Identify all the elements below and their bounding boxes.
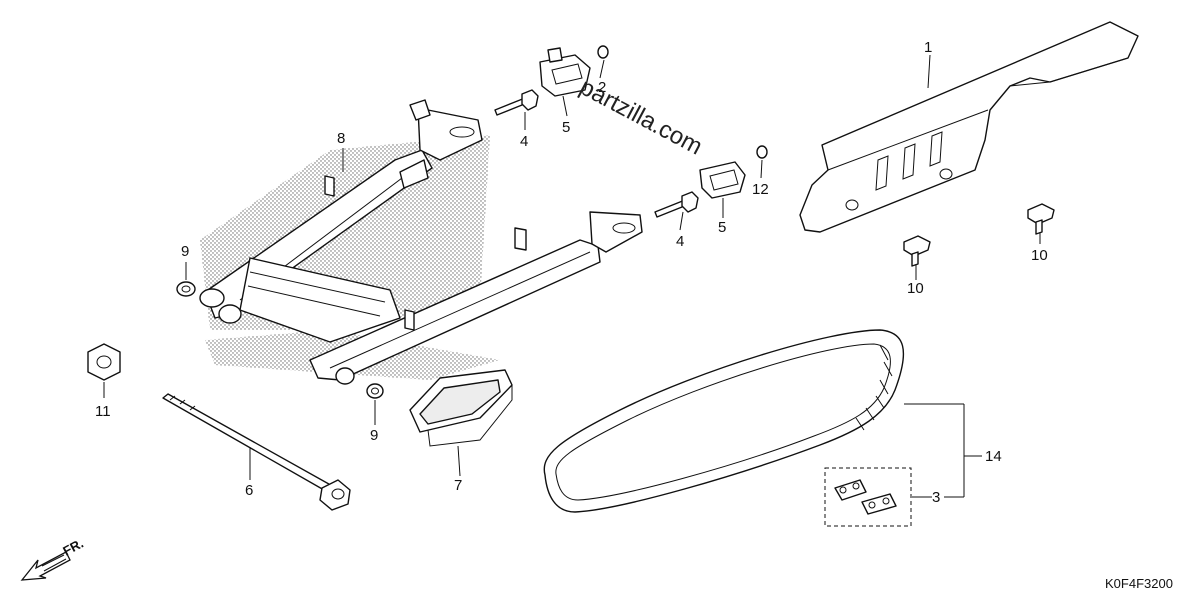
watermark: partzilla.com <box>575 73 707 160</box>
callout-4-lower: 4 <box>676 233 684 250</box>
callout-3: 3 <box>932 489 940 506</box>
diagram-code: K0F4F3200 <box>1105 576 1173 591</box>
chain-joint-box <box>824 467 912 527</box>
callout-7: 7 <box>454 477 462 494</box>
callout-9-left: 9 <box>181 243 189 260</box>
callout-9-right: 9 <box>370 427 378 444</box>
callout-14: 14 <box>985 448 1002 465</box>
callout-1: 1 <box>924 39 932 56</box>
callout-5-upper: 5 <box>562 119 570 136</box>
chain-joint[interactable] <box>834 479 897 515</box>
callout-8: 8 <box>337 130 345 147</box>
clip-upper[interactable] <box>597 45 609 59</box>
washer-left[interactable] <box>176 281 196 297</box>
callout-12: 12 <box>752 181 769 198</box>
chain-guide[interactable] <box>409 369 513 447</box>
callout-11: 11 <box>95 403 111 420</box>
screw-right[interactable] <box>1027 203 1055 235</box>
pivot-nut[interactable] <box>87 343 121 381</box>
chain-case[interactable] <box>799 21 1139 233</box>
washer-right[interactable] <box>366 383 384 399</box>
callout-2: 2 <box>598 79 606 96</box>
callout-10-left: 10 <box>907 280 924 297</box>
pivot-bolt[interactable] <box>162 393 351 511</box>
callout-10-right: 10 <box>1031 247 1048 264</box>
adjuster-bolt-lower[interactable] <box>654 191 699 218</box>
chain-adjuster-lower[interactable] <box>699 161 746 199</box>
screw-left[interactable] <box>903 235 931 267</box>
callout-5-lower: 5 <box>718 219 726 236</box>
front-direction-arrow: FR. <box>20 536 86 581</box>
clip-lower[interactable] <box>756 145 768 159</box>
callout-4-upper: 4 <box>520 133 528 150</box>
adjuster-bolt-upper[interactable] <box>494 89 539 116</box>
chain-adjuster-upper[interactable] <box>539 47 591 97</box>
leader-lines <box>103 54 1041 498</box>
drive-chain[interactable] <box>543 329 905 513</box>
callout-6: 6 <box>245 482 253 499</box>
swingarm[interactable] <box>199 99 643 385</box>
